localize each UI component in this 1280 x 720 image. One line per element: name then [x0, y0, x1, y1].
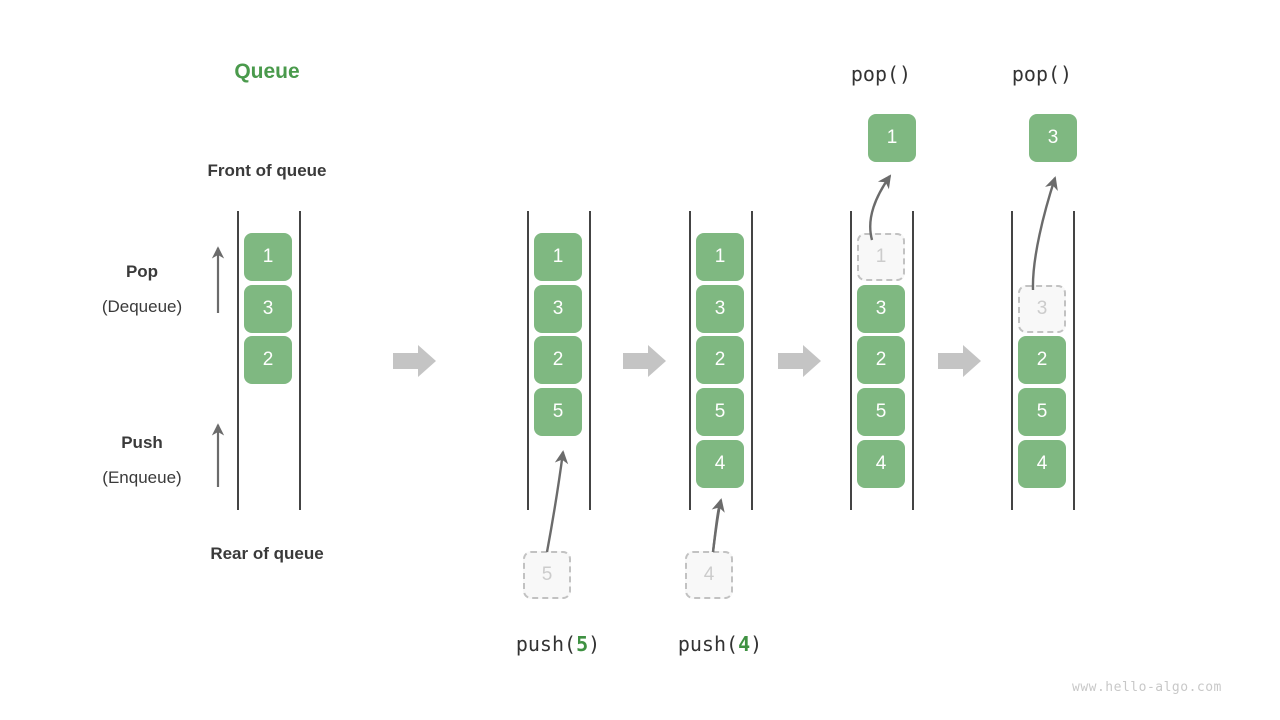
queue-rail: [527, 211, 529, 510]
operation-label-pop-3: pop(): [1011, 62, 1073, 86]
operation-label-push-5: push(5): [515, 632, 601, 656]
transition-arrow: [778, 343, 822, 379]
queue-element: 2: [1018, 336, 1066, 385]
operation-label-pop-1: pop(): [850, 62, 912, 86]
pop-label: Pop: [125, 262, 159, 281]
front-of-queue-label: Front of queue: [207, 161, 327, 180]
queue-element: 2: [244, 336, 292, 385]
popped-element: 3: [1029, 114, 1077, 162]
queue-rail: [589, 211, 591, 510]
queue-element: 4: [696, 439, 744, 488]
rear-of-queue-label: Rear of queue: [210, 544, 324, 563]
queue-rail: [912, 211, 914, 510]
queue-rail: [299, 211, 301, 510]
queue-element-ghost: 1: [857, 233, 905, 281]
watermark: www.hello-algo.com: [1072, 680, 1222, 695]
queue-element: 3: [244, 284, 292, 333]
transition-arrow: [938, 343, 982, 379]
queue-element: 3: [696, 284, 744, 333]
pop-sublabel: (Dequeue): [101, 297, 183, 316]
incoming-element-ghost: 4: [685, 551, 733, 599]
popped-element: 1: [868, 114, 916, 162]
push-label: Push: [121, 433, 163, 452]
pop-3-arrow: [1031, 176, 1058, 291]
queue-element: 3: [534, 284, 582, 333]
queue-element: 4: [857, 439, 905, 488]
operation-argument: 5: [576, 632, 589, 656]
queue-element: 4: [1018, 439, 1066, 488]
queue-rail: [1073, 211, 1075, 510]
push-4-arrow: [711, 498, 725, 553]
queue-element: 3: [857, 284, 905, 333]
queue-element: 5: [1018, 388, 1066, 437]
push-5-arrow: [545, 450, 569, 553]
operation-argument: 4: [738, 632, 751, 656]
transition-arrow: [393, 343, 437, 379]
queue-rail: [689, 211, 691, 510]
queue-element-ghost: 3: [1018, 284, 1066, 333]
queue-element: 5: [534, 388, 582, 437]
queue-rail: [751, 211, 753, 510]
queue-element: 2: [857, 336, 905, 385]
transition-arrow: [623, 343, 667, 379]
queue-element: 2: [696, 336, 744, 385]
queue-element: 1: [534, 233, 582, 281]
queue-element: 5: [696, 388, 744, 437]
queue-element: 2: [534, 336, 582, 385]
page-title: Queue: [234, 60, 300, 83]
queue-rail: [850, 211, 852, 510]
queue-element: 1: [696, 233, 744, 281]
queue-rail: [237, 211, 239, 510]
incoming-element-ghost: 5: [523, 551, 571, 599]
operation-label-push-4: push(4): [677, 632, 763, 656]
queue-rail: [1011, 211, 1013, 510]
queue-element: 1: [244, 233, 292, 281]
queue-element: 5: [857, 388, 905, 437]
pop-1-arrow: [869, 174, 892, 241]
push-sublabel: (Enqueue): [102, 468, 182, 487]
